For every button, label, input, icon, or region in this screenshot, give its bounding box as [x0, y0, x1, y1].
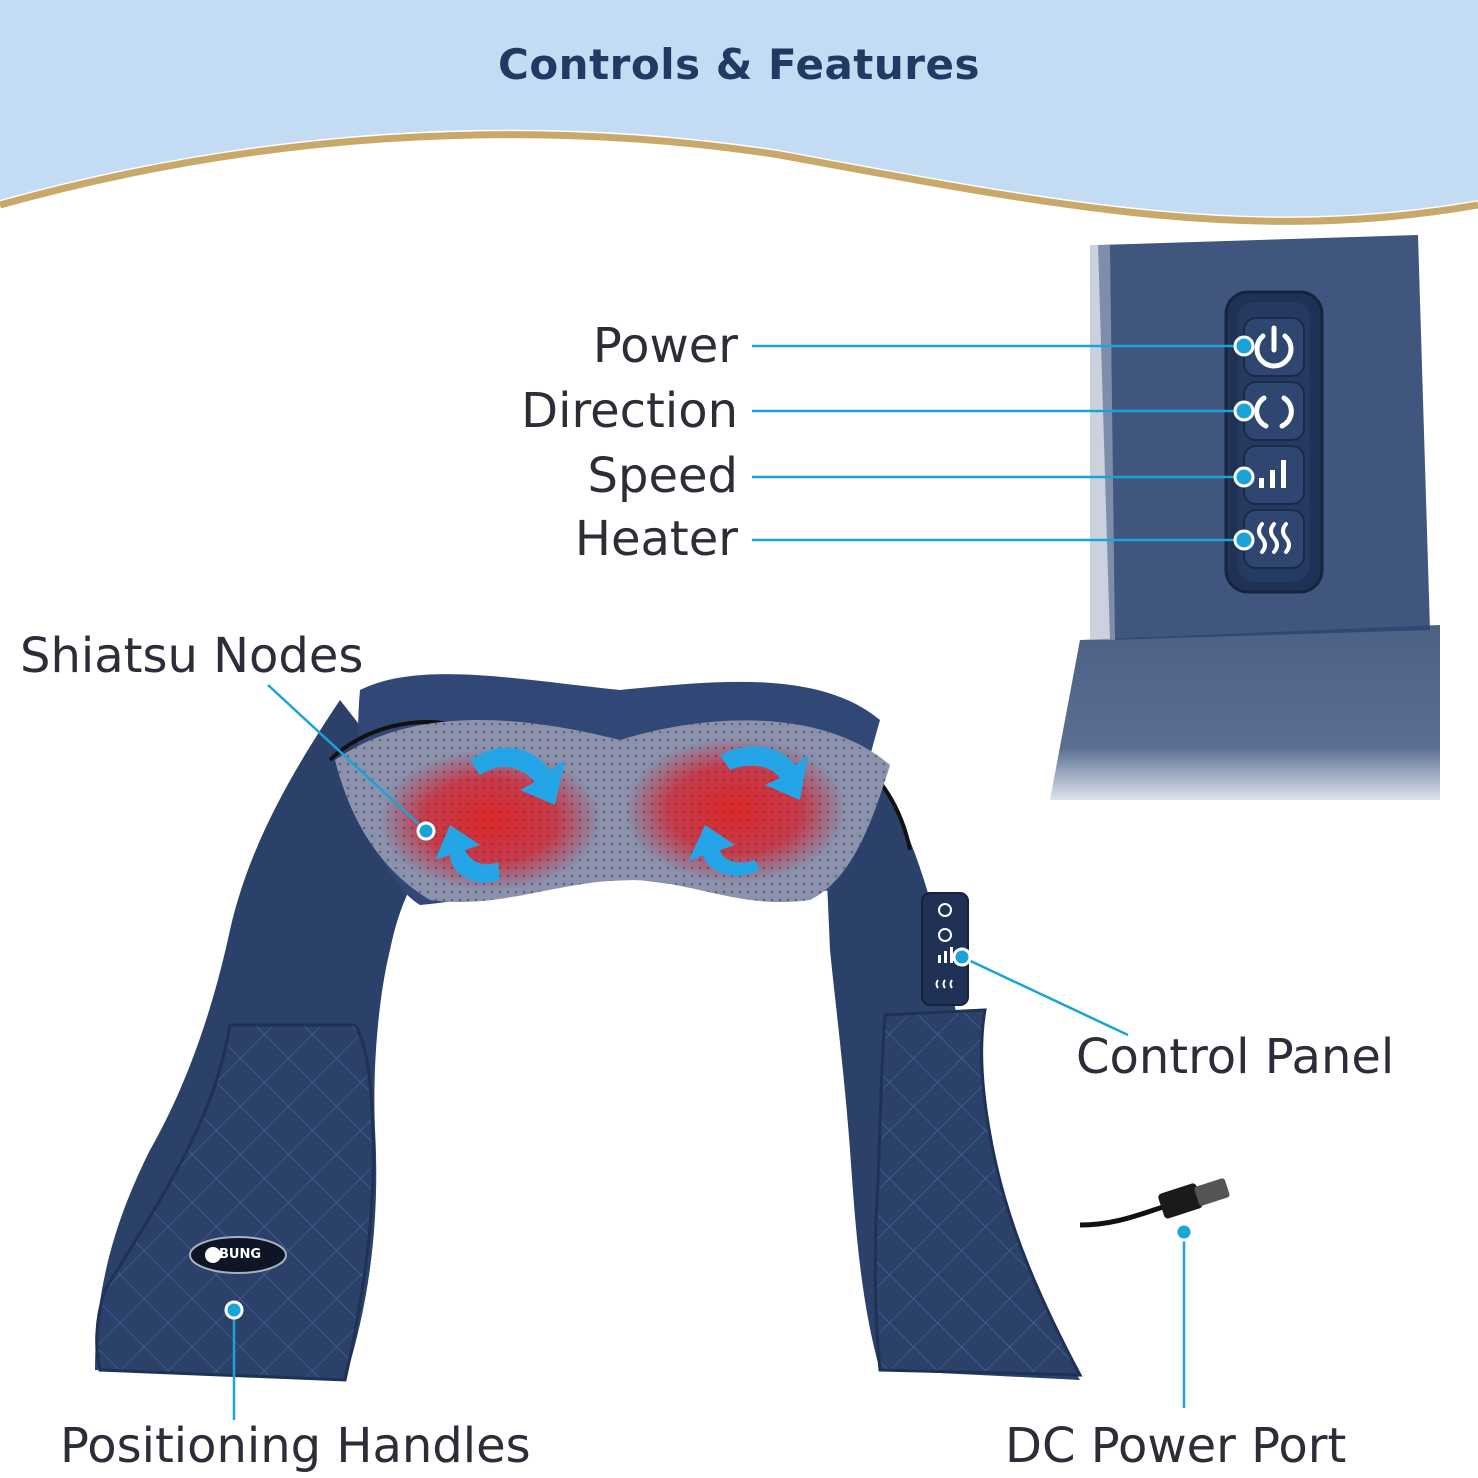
- dc-power-port-label: DC Power Port: [1005, 1418, 1347, 1474]
- massager: [95, 674, 1230, 1382]
- dc-power-cable: [1079, 1178, 1230, 1228]
- brand-logo: [189, 1236, 287, 1274]
- shiatsu-nodes-label: Shiatsu Nodes: [20, 628, 364, 684]
- speed-icon: [1259, 460, 1286, 488]
- header-band: [0, 0, 1478, 225]
- zoomed-control-panel: [1050, 235, 1440, 800]
- power-icon: [1254, 325, 1294, 369]
- control-pointer-dots: [1233, 335, 1255, 551]
- brand-logo-text: BUNG: [219, 1247, 262, 1262]
- positioning-handles-label: Positioning Handles: [60, 1418, 531, 1474]
- control-leader-lines: [752, 344, 1244, 542]
- control-panel-label: Control Panel: [1076, 1029, 1395, 1085]
- direction-label: Direction: [521, 383, 738, 439]
- heater-icon: [1257, 522, 1291, 554]
- callout-pointers: [232, 684, 1186, 1420]
- page-title: Controls & Features: [498, 40, 980, 89]
- callout-dots: [224, 821, 1194, 1320]
- direction-button-zoom: [1243, 381, 1305, 441]
- heater-button-zoom: [1243, 509, 1305, 569]
- direction-icon: [1254, 395, 1294, 429]
- control-panel-small: [921, 892, 969, 1006]
- heater-label: Heater: [574, 511, 738, 567]
- speed-label: Speed: [587, 448, 738, 504]
- power-label: Power: [592, 318, 738, 374]
- rotation-arrows: [435, 746, 808, 883]
- speed-button-zoom: [1243, 445, 1305, 505]
